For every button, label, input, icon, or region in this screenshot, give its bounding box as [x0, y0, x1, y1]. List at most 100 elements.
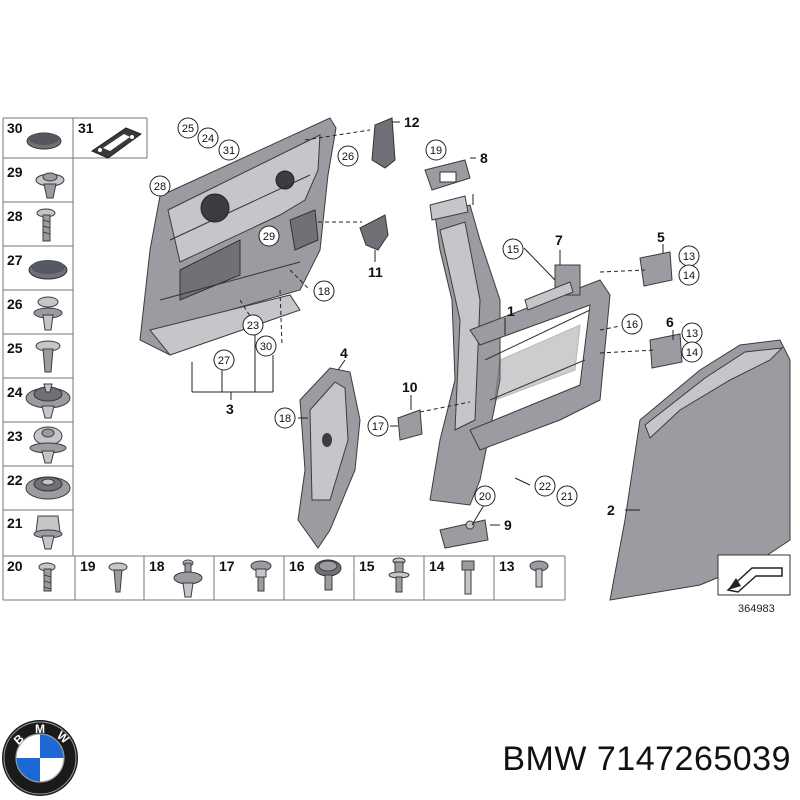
- grid-label-22: 22: [7, 472, 23, 488]
- grommet-22-icon: [25, 476, 71, 500]
- callout-c16: 16: [621, 313, 643, 335]
- callout-label-c22: 22: [539, 481, 551, 493]
- callout-label-c20: 20: [479, 491, 491, 503]
- hinge-5-icon: [639, 251, 673, 287]
- inner-door-panel-3: [139, 117, 337, 356]
- grid-label-28: 28: [7, 208, 23, 224]
- svg-text:M: M: [35, 722, 45, 736]
- callout-label-c17: 17: [372, 421, 384, 433]
- rivet-29-icon: [35, 172, 65, 199]
- callout-c29: 29: [258, 225, 280, 247]
- grid-label-25: 25: [7, 340, 23, 356]
- leader-lines: [191, 121, 681, 526]
- plug-27-icon: [28, 260, 68, 280]
- callout-label-c25a: 25: [182, 123, 194, 135]
- grid-label-30: 30: [7, 120, 23, 136]
- callout-label-c13a: 13: [683, 251, 695, 263]
- orientation-arrow-box: [717, 554, 791, 596]
- callout-c17: 17: [367, 415, 389, 437]
- bolt-20-icon: [38, 562, 56, 592]
- callout-c30: 30: [255, 335, 277, 357]
- callout-c14a: 14: [678, 264, 700, 286]
- screw-28-icon: [36, 208, 56, 242]
- grid-label-13: 13: [499, 558, 515, 574]
- callout-label-c19: 19: [430, 145, 442, 157]
- outer-door-skin-2: [609, 339, 791, 601]
- bmw-logo: B M W: [2, 720, 78, 796]
- callout-c23: 23: [242, 314, 264, 336]
- label-3: 3: [226, 401, 234, 417]
- striker-8-icon: [424, 159, 471, 191]
- hinge-6-icon: [649, 333, 683, 369]
- figure-number: 364983: [738, 603, 775, 615]
- callout-c26a: 26: [337, 145, 359, 167]
- grid-label-31: 31: [78, 120, 94, 136]
- grid-label-14: 14: [429, 558, 445, 574]
- clip-26-icon: [33, 296, 63, 331]
- callout-c20: 20: [474, 485, 496, 507]
- door-check-10-icon: [397, 409, 423, 441]
- grid-label-17: 17: [219, 558, 235, 574]
- label-6: 6: [666, 314, 674, 330]
- callout-label-c15: 15: [507, 244, 519, 256]
- grid-label-19: 19: [80, 558, 96, 574]
- label-2: 2: [607, 502, 615, 518]
- callout-label-c28: 28: [154, 181, 166, 193]
- label-5: 5: [657, 229, 665, 245]
- callout-label-c30: 30: [260, 341, 272, 353]
- grid-label-26: 26: [7, 296, 23, 312]
- callout-c18a: 18: [313, 280, 335, 302]
- callout-label-c18a: 18: [318, 286, 330, 298]
- label-10: 10: [402, 379, 418, 395]
- label-11: 11: [368, 264, 383, 280]
- callout-label-c31: 31: [223, 145, 235, 157]
- callout-label-c21: 21: [561, 491, 573, 503]
- callout-label-c18b: 18: [279, 413, 291, 425]
- callout-label-c13b: 13: [686, 328, 698, 340]
- callout-c21: 21: [556, 485, 578, 507]
- callout-c13b: 13: [681, 322, 703, 344]
- callout-c27: 27: [213, 349, 235, 371]
- bracket-12-icon: [371, 117, 396, 169]
- callout-c19: 19: [425, 139, 447, 161]
- callout-c31: 31: [218, 139, 240, 161]
- plug-30-icon: [26, 132, 62, 150]
- bolt-13-icon: [529, 560, 549, 588]
- door-frame-1: [429, 195, 611, 506]
- clip-21-icon: [33, 515, 63, 550]
- label-7: 7: [555, 232, 563, 248]
- callout-c15: 15: [502, 238, 524, 260]
- grid-label-18: 18: [149, 558, 165, 574]
- callout-label-c14b: 14: [686, 347, 698, 359]
- hinge-reinforcement-4: [297, 367, 361, 549]
- label-4: 4: [340, 345, 348, 361]
- bolt-15-icon: [388, 557, 410, 593]
- grid-label-23: 23: [7, 428, 23, 444]
- clip-18-icon: [173, 559, 203, 598]
- check-strap-7-icon: [524, 264, 581, 311]
- fastener-grid-left: 30 31 29 28 27 26 25 24 23 22 21 20 19 1…: [2, 117, 566, 601]
- grid-label-29: 29: [7, 164, 23, 180]
- grommet-24-icon: [25, 383, 71, 419]
- screw-16-icon: [314, 559, 342, 591]
- callout-label-c29: 29: [263, 231, 275, 243]
- callout-label-c27: 27: [218, 355, 230, 367]
- hinge-9-icon: [439, 519, 489, 549]
- grid-label-15: 15: [359, 558, 375, 574]
- label-12: 12: [404, 114, 420, 130]
- callout-c13a: 13: [678, 245, 700, 267]
- rivet-25-icon: [35, 340, 61, 373]
- callout-label-c14a: 14: [683, 270, 695, 282]
- grid-label-24: 24: [7, 384, 23, 400]
- callout-label-c16: 16: [626, 319, 638, 331]
- bracket-11-icon: [359, 214, 389, 251]
- bolt-14-icon: [461, 560, 475, 595]
- callout-c24a: 24: [197, 127, 219, 149]
- callout-label-c23: 23: [247, 320, 259, 332]
- grid-label-21: 21: [7, 515, 23, 531]
- clip-23-icon: [29, 426, 67, 464]
- label-1: 1: [507, 303, 515, 319]
- grid-label-16: 16: [289, 558, 305, 574]
